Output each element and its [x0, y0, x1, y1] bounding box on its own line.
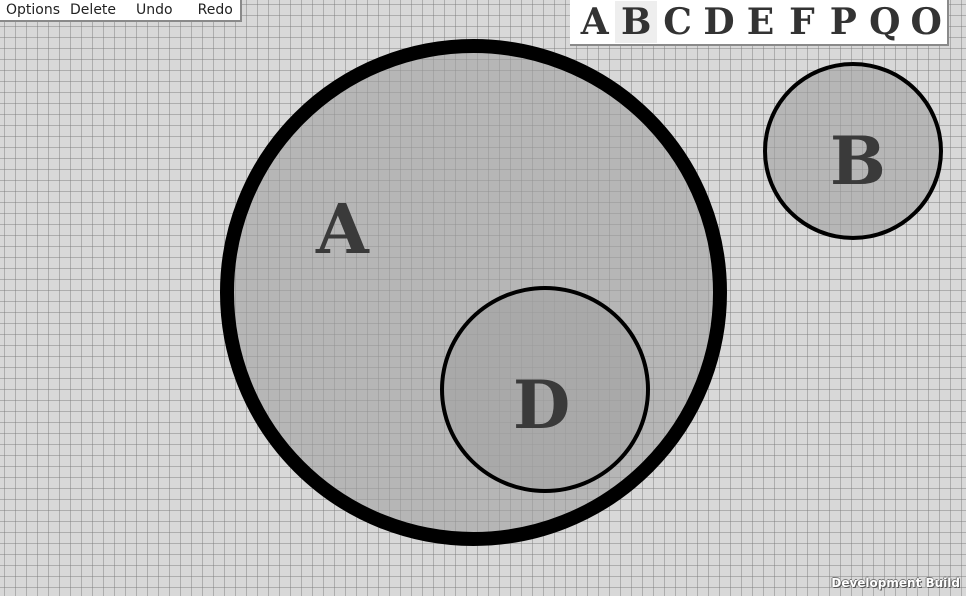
palette-letter-p[interactable]: P [829, 1, 857, 43]
palette-letter-d[interactable]: D [703, 1, 735, 43]
redo-menu-item[interactable]: Redo [197, 2, 233, 18]
palette-letter-o[interactable]: O [910, 1, 942, 43]
undo-menu-item[interactable]: Undo [136, 2, 173, 18]
circle-b[interactable] [763, 62, 943, 240]
development-build-label: Development Build [831, 576, 960, 590]
palette-letter-c[interactable]: C [663, 1, 692, 43]
palette-letter-b[interactable]: B [615, 1, 657, 43]
palette-letter-e[interactable]: E [746, 1, 775, 43]
delete-menu-item[interactable]: Delete [70, 2, 117, 18]
circle-a[interactable] [220, 39, 727, 546]
menu-bar: Options Delete Undo Redo [0, 0, 242, 22]
options-menu-item[interactable]: Options [6, 2, 61, 18]
circle-d[interactable] [440, 286, 650, 493]
palette-letter-a[interactable]: A [580, 1, 609, 43]
palette-letter-q[interactable]: Q [869, 1, 901, 43]
palette-letter-f[interactable]: F [789, 1, 815, 43]
letter-palette: A B C D E F P Q O [570, 0, 949, 46]
